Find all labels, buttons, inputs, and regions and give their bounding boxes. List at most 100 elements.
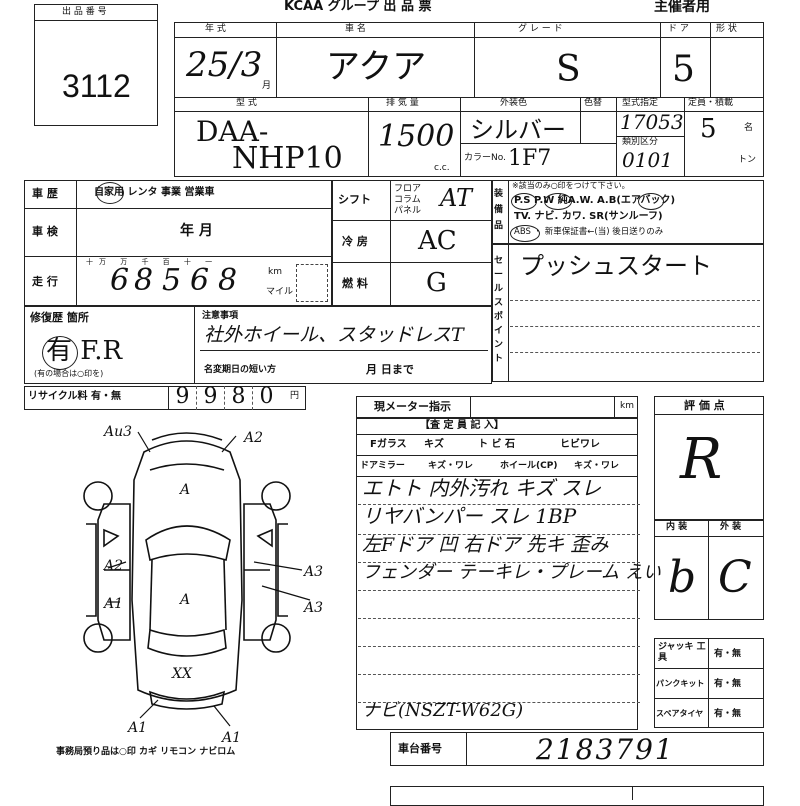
recycle-digit: 9 — [169, 386, 197, 410]
interior-label: 内 装 — [666, 522, 688, 532]
inspector-section — [356, 418, 638, 730]
capacity-value: 5 — [700, 114, 717, 144]
recycle-digit: 8 — [225, 386, 253, 410]
name-label: 車 名 — [345, 24, 366, 34]
capacity-unit: 名 — [744, 123, 754, 133]
wheel-value: キズ・ワレ — [574, 461, 620, 471]
mileage-unit-markers: 十万 万 千 百 十 一 — [86, 258, 219, 266]
color-label: 外装色 — [500, 98, 528, 108]
wheel-label: ホイール(CP) — [500, 461, 558, 471]
damage-mark: A3 — [302, 600, 323, 616]
equipment-note: ※該当のみ○印をつけて下さい。 — [512, 181, 630, 190]
type-value: 17053 — [620, 110, 684, 134]
sales-point-label: セールスポイント — [494, 256, 504, 364]
repair-label: 修復歴 箇所 — [30, 311, 89, 324]
damage-mark: A1 — [102, 596, 123, 612]
mileage-digit: 5 — [162, 263, 182, 298]
repair-note: (有の場合は○印を) — [34, 369, 104, 378]
accessory-value: 有・無 — [714, 679, 742, 689]
model-label: 型 式 — [236, 98, 257, 108]
class-value: 0101 — [622, 148, 673, 172]
accessory-label: スペアタイヤ — [656, 709, 704, 718]
doors-value: 5 — [672, 49, 695, 90]
color-no-label: カラーNo. — [464, 153, 506, 163]
mileage-unit: km — [268, 267, 282, 277]
inspection-label: 車 検 — [32, 225, 58, 238]
remarks-value: 社外ホイール、スタッドレスT — [204, 324, 464, 346]
glass-value: キズ — [424, 439, 444, 450]
meter-box — [356, 396, 638, 418]
class-label: 類別区分 — [622, 137, 659, 147]
chassis-label: 車台番号 — [398, 742, 442, 755]
mileage-label: 走 行 — [32, 275, 58, 288]
year-value: 25/3 — [186, 45, 263, 85]
equipment-section — [492, 180, 764, 244]
mileage-digit: 6 — [190, 263, 210, 298]
crack-label: ヒビワレ — [560, 439, 600, 450]
diagram-footer: 事務局預り品は○印 カギ リモコン ナビロム — [56, 747, 236, 757]
equipment-pw-circle — [544, 193, 572, 210]
year-label: 年 式 — [205, 24, 226, 34]
lot-number-value: 3112 — [62, 68, 131, 104]
mirror-label: ドアミラー — [360, 461, 405, 471]
vehicle-info-row2 — [174, 97, 764, 177]
load-unit: トン — [738, 155, 757, 165]
note-line: リヤバンパー スレ 1BP — [362, 504, 577, 528]
grade-box — [654, 396, 764, 520]
note-line: フェンダー テーキレ・プレーム えい — [362, 562, 661, 583]
equipment-line-1: P.S P.W 純A.W. A.B(エアバック) — [514, 195, 676, 206]
mileage-mile-box — [296, 264, 328, 302]
damage-mark: Au3 — [102, 424, 132, 440]
month-suffix: 月 — [262, 81, 272, 91]
specs-section — [332, 180, 492, 306]
exterior-value: C — [718, 552, 752, 603]
grade-box-value: R — [680, 427, 723, 492]
interior-value: b — [668, 552, 697, 603]
exterior-label: 外 装 — [720, 522, 742, 532]
inspection-value: 年 月 — [180, 223, 213, 239]
sales-point-value: プッシュスタート — [520, 252, 712, 280]
mileage-digit: 6 — [110, 263, 130, 298]
damage-mark: A — [178, 592, 190, 608]
recycle-label: リサイクル料 有・無 — [28, 391, 121, 402]
grade-label: グ レ ー ド — [518, 24, 563, 34]
color-no-value: 1F7 — [508, 146, 552, 171]
displacement-unit: c.c. — [434, 163, 450, 173]
ac-value: AC — [418, 226, 457, 256]
recycle-digit: 0 — [259, 384, 274, 409]
deadline-label: 名変期日の短い方 — [204, 365, 277, 375]
accessory-value: 有・無 — [714, 709, 742, 719]
shift-label: シフト — [338, 193, 371, 206]
deadline-suffix: 月 日まで — [366, 363, 414, 376]
history-section — [24, 180, 332, 306]
organizer-label: 主催者用 — [654, 0, 710, 15]
stone-label: ト ビ 石 — [478, 439, 515, 450]
equipment-label: 装備品 — [494, 189, 504, 231]
history-label: 車 歴 — [32, 187, 58, 200]
accessories-table — [654, 638, 764, 728]
mileage-digit: 8 — [134, 263, 154, 298]
equipment-abs-circle — [510, 225, 540, 242]
capacity-label: 定員・積載 — [688, 98, 734, 108]
lot-number-label: 出 品 番 号 — [62, 7, 107, 17]
recycle-digits: 9 9 8 0 — [168, 386, 281, 410]
history-selected-circle — [96, 182, 124, 204]
repair-circle — [42, 336, 78, 370]
shift-options: フロア コラム パネル — [394, 184, 422, 216]
color-change-label: 色替 — [584, 98, 603, 108]
car-name-value: アクア — [326, 47, 427, 87]
note-line: ナビ(NSZT-W62G) — [362, 700, 524, 721]
damage-mark: A2 — [102, 558, 123, 574]
glass-label: Fガラス — [370, 439, 407, 450]
fuel-label: 燃 料 — [342, 277, 368, 290]
meter-unit: km — [620, 401, 634, 411]
mileage-alt-unit: マイル — [266, 287, 294, 297]
remarks-label: 注意事項 — [202, 311, 239, 321]
model-value-2: NHP10 — [232, 141, 343, 176]
equipment-ps-circle — [511, 193, 537, 210]
displacement-value: 1500 — [378, 119, 455, 154]
damage-mark: A1 — [220, 730, 241, 746]
accessory-value: 有・無 — [714, 649, 742, 659]
inspector-title: 【査 定 員 記 入】 — [420, 420, 504, 431]
ac-label: 冷 房 — [342, 235, 368, 248]
